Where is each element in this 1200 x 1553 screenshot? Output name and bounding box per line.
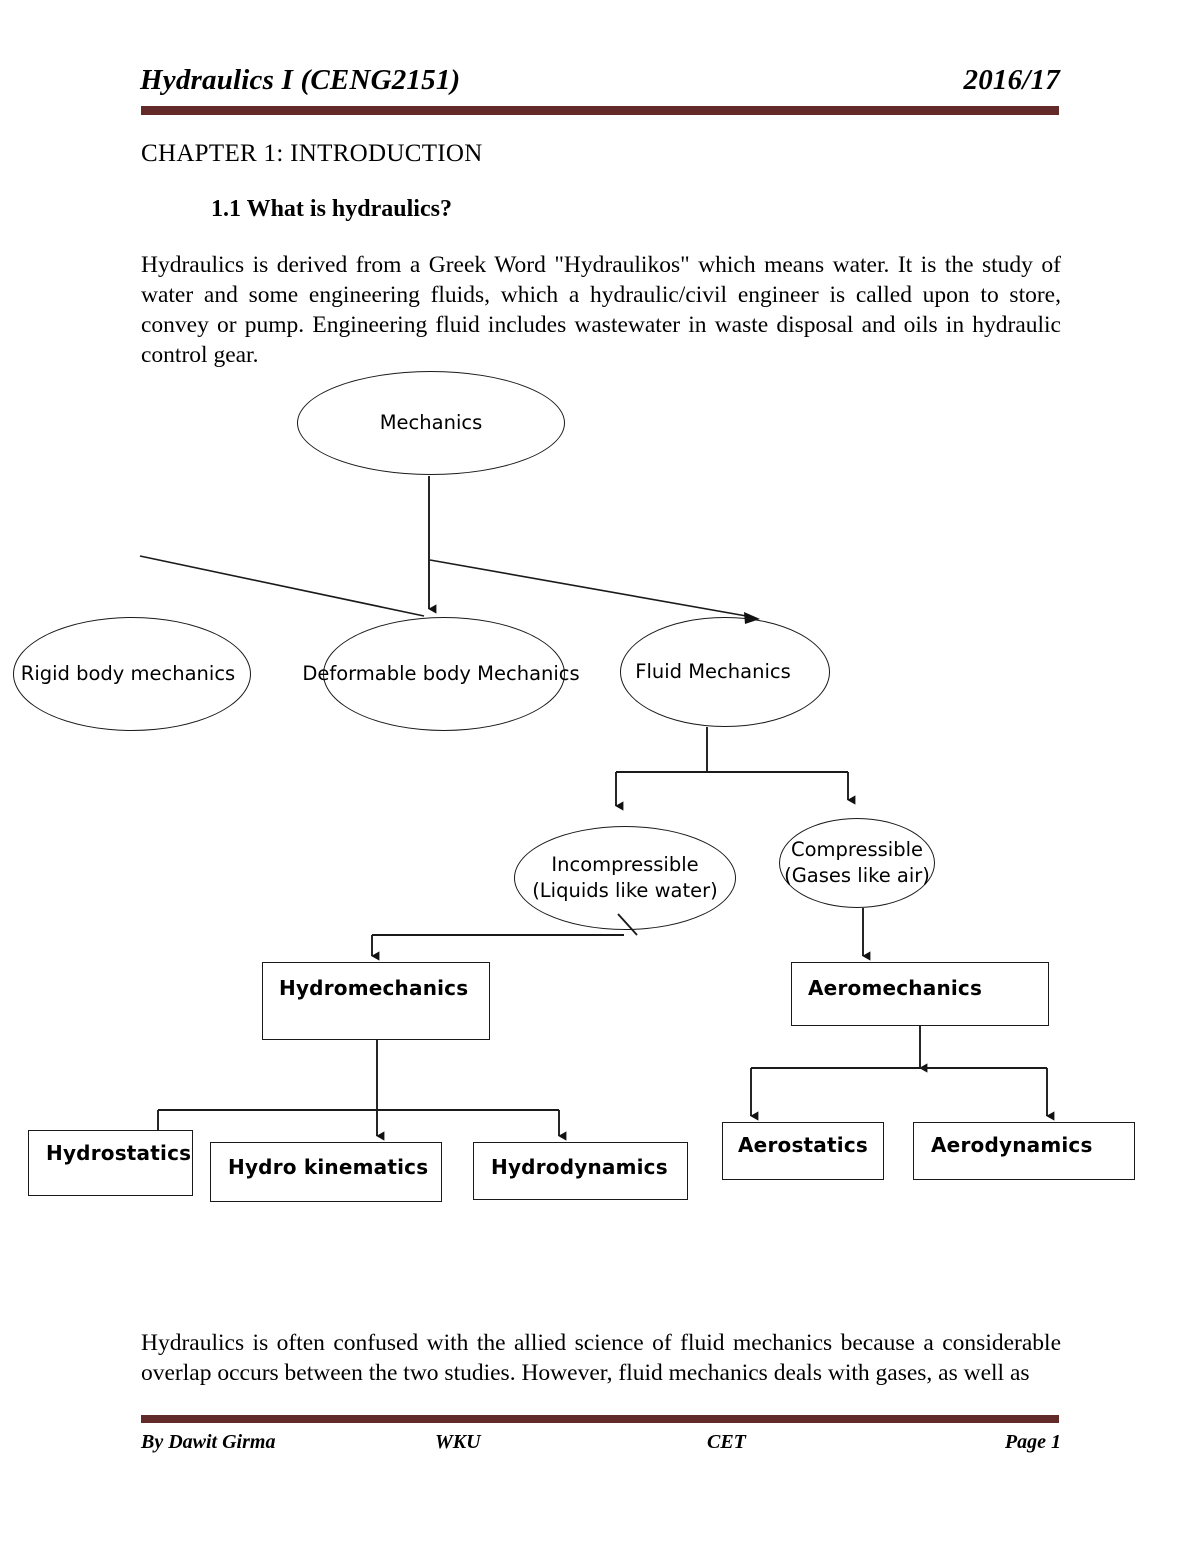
footer-author: By Dawit Girma — [141, 1431, 276, 1453]
section-heading: 1.1 What is hydraulics? — [211, 196, 452, 222]
node-hydrodynamics: Hydrodynamics — [473, 1142, 688, 1200]
header-academic-year: 2016/17 — [963, 64, 1060, 96]
node-deformable-body-mechanics-label: Deformable body Mechanics — [302, 662, 580, 685]
node-aerostatics-label: Aerostatics — [738, 1133, 868, 1157]
node-hydrodynamics-label: Hydrodynamics — [491, 1155, 668, 1179]
node-rigid-body-mechanics-label: Rigid body mechanics — [20, 662, 236, 685]
header-divider-rule — [141, 106, 1059, 115]
footer-divider-rule — [141, 1415, 1059, 1423]
node-hydrostatics-label: Hydrostatics — [46, 1141, 192, 1165]
node-mechanics-label: Mechanics — [379, 411, 483, 434]
node-aeromechanics: Aeromechanics — [791, 962, 1049, 1026]
node-incompressible-label: Incompressible (Liquids like water) — [532, 852, 718, 904]
node-compressible: Compressible (Gases like air) — [779, 818, 935, 908]
node-incompressible-line1: Incompressible — [551, 853, 699, 876]
edge-rigid-branch-diagonal — [139, 555, 425, 617]
node-fluid-mechanics: Fluid Mechanics — [620, 617, 830, 727]
node-aerostatics: Aerostatics — [722, 1122, 884, 1180]
page-footer: By Dawit Girma WKU CET Page 1 — [141, 1431, 1061, 1459]
node-hydro-kinematics-label: Hydro kinematics — [228, 1155, 429, 1179]
node-compressible-line1: Compressible — [790, 838, 924, 861]
closing-paragraph: Hydraulics is often confused with the al… — [141, 1330, 1061, 1386]
node-fluid-mechanics-label: Fluid Mechanics — [635, 660, 791, 683]
node-incompressible: Incompressible (Liquids like water) — [514, 826, 736, 930]
node-aeromechanics-label: Aeromechanics — [808, 976, 983, 1000]
node-hydromechanics: Hydromechanics — [262, 962, 490, 1040]
node-aerodynamics: Aerodynamics — [913, 1122, 1135, 1180]
footer-university: WKU — [435, 1431, 481, 1453]
page-header: Hydraulics I (CENG2151) 2016/17 — [140, 64, 1060, 97]
node-hydromechanics-label: Hydromechanics — [279, 976, 469, 1000]
footer-department: CET — [707, 1431, 746, 1453]
node-hydro-kinematics: Hydro kinematics — [210, 1142, 442, 1202]
node-rigid-body-mechanics: Rigid body mechanics — [13, 617, 251, 731]
node-incompressible-line2: (Liquids like water) — [532, 879, 718, 902]
edge-mechanics-to-fluid-diagonal — [429, 559, 753, 618]
node-hydrostatics: Hydrostatics — [28, 1130, 193, 1196]
header-course-title: Hydraulics I (CENG2151) — [140, 64, 461, 96]
footer-page-number: Page 1 — [1004, 1431, 1061, 1453]
intro-paragraph: Hydraulics is derived from a Greek Word … — [141, 252, 1061, 368]
chapter-heading: CHAPTER 1: INTRODUCTION — [141, 140, 483, 167]
node-deformable-body-mechanics: Deformable body Mechanics — [302, 617, 580, 731]
node-compressible-label: Compressible (Gases like air) — [784, 837, 930, 889]
node-compressible-line2: (Gases like air) — [784, 864, 930, 887]
node-mechanics: Mechanics — [297, 371, 565, 475]
node-aerodynamics-label: Aerodynamics — [931, 1133, 1093, 1157]
